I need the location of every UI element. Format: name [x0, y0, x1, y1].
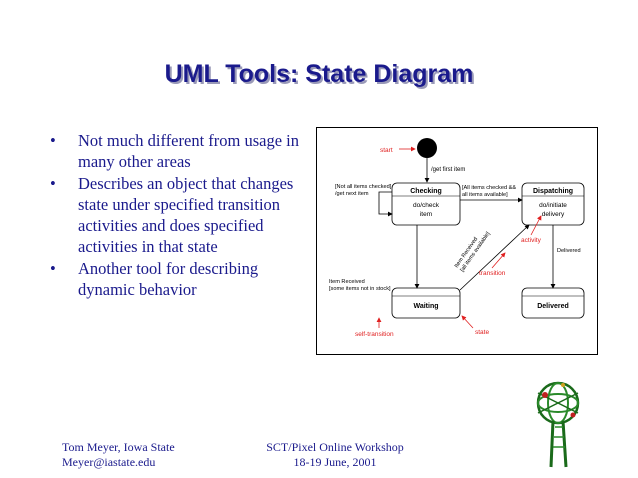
waiting-state-name: Waiting	[413, 303, 438, 310]
delivered-state-name: Delivered	[537, 303, 569, 310]
footer-event-name: SCT/Pixel Online Workshop	[266, 440, 404, 454]
start-node	[417, 138, 437, 158]
footer-author-email: Meyer@iastate.edu	[62, 455, 156, 469]
start-annotation: start	[380, 147, 393, 154]
state-diagram-canvas: /get first item Checking do/check item […	[329, 138, 585, 338]
get-first-item-label: /get first item	[431, 167, 465, 173]
item-received-left-line2: [some items not in stock]	[329, 286, 391, 292]
bullet-item: • Not much different from usage in many o…	[50, 130, 310, 172]
bullet-item: • Describes an object that changes state …	[50, 173, 310, 257]
checking-state-name: Checking	[410, 188, 442, 195]
checking-activity-line2: item	[420, 211, 432, 218]
bullet-text: Not much different from usage in many ot…	[78, 131, 300, 171]
item-received-left-line1: Item Received	[329, 279, 365, 285]
all-checked-line2: all items available]	[462, 192, 508, 198]
self-guard-line2: /get next item	[335, 191, 369, 197]
detector-logo-icon	[536, 381, 580, 468]
transition-annotation: transition	[479, 270, 506, 277]
delivered-transition-label: Delivered	[557, 248, 581, 254]
checking-activity-line1: do/check	[413, 202, 440, 209]
dispatching-state-name: Dispatching	[533, 188, 573, 195]
state-diagram: /get first item Checking do/check item […	[316, 127, 598, 355]
self-transition-annotation: self-transition	[355, 331, 394, 338]
footer-author: Tom Meyer, Iowa State Meyer@iastate.edu	[62, 440, 175, 470]
dispatching-activity-line1: do/initiate	[539, 202, 567, 209]
bullet-dot: •	[50, 174, 56, 193]
bullet-item: • Another tool for describing dynamic beh…	[50, 258, 310, 300]
bullet-dot: •	[50, 131, 56, 150]
checking-state: Checking do/check item	[391, 182, 461, 226]
slide-title: UML Tools: State Diagram	[164, 60, 474, 88]
footer-event: SCT/Pixel Online Workshop 18-19 June, 20…	[250, 440, 420, 470]
waiting-to-dispatching-transition	[459, 224, 530, 291]
all-checked-line1: [All items checked &&	[462, 185, 516, 191]
bullet-text: Another tool for describing dynamic beha…	[78, 259, 259, 299]
state-annotation-arrow	[461, 315, 474, 329]
activity-annotation: activity	[521, 237, 542, 244]
activity-annotation-arrow	[530, 215, 542, 236]
self-transition-arrow	[378, 191, 393, 217]
transition-annotation-arrow	[491, 252, 506, 269]
dispatching-activity-line2: delivery	[542, 211, 565, 218]
bullet-list: • Not much different from usage in many o…	[50, 130, 310, 301]
footer-author-name: Tom Meyer, Iowa State	[62, 440, 175, 454]
waiting-state: Waiting	[391, 287, 461, 319]
delivered-state: Delivered	[521, 287, 585, 319]
footer-event-date: 18-19 June, 2001	[293, 455, 377, 469]
dispatching-state: Dispatching do/initiate delivery	[521, 182, 585, 226]
self-guard-line1: [Not all items checked]	[335, 184, 392, 190]
bullet-dot: •	[50, 259, 56, 278]
bullet-text: Describes an object that changes state u…	[78, 174, 294, 256]
state-annotation: state	[475, 329, 489, 336]
